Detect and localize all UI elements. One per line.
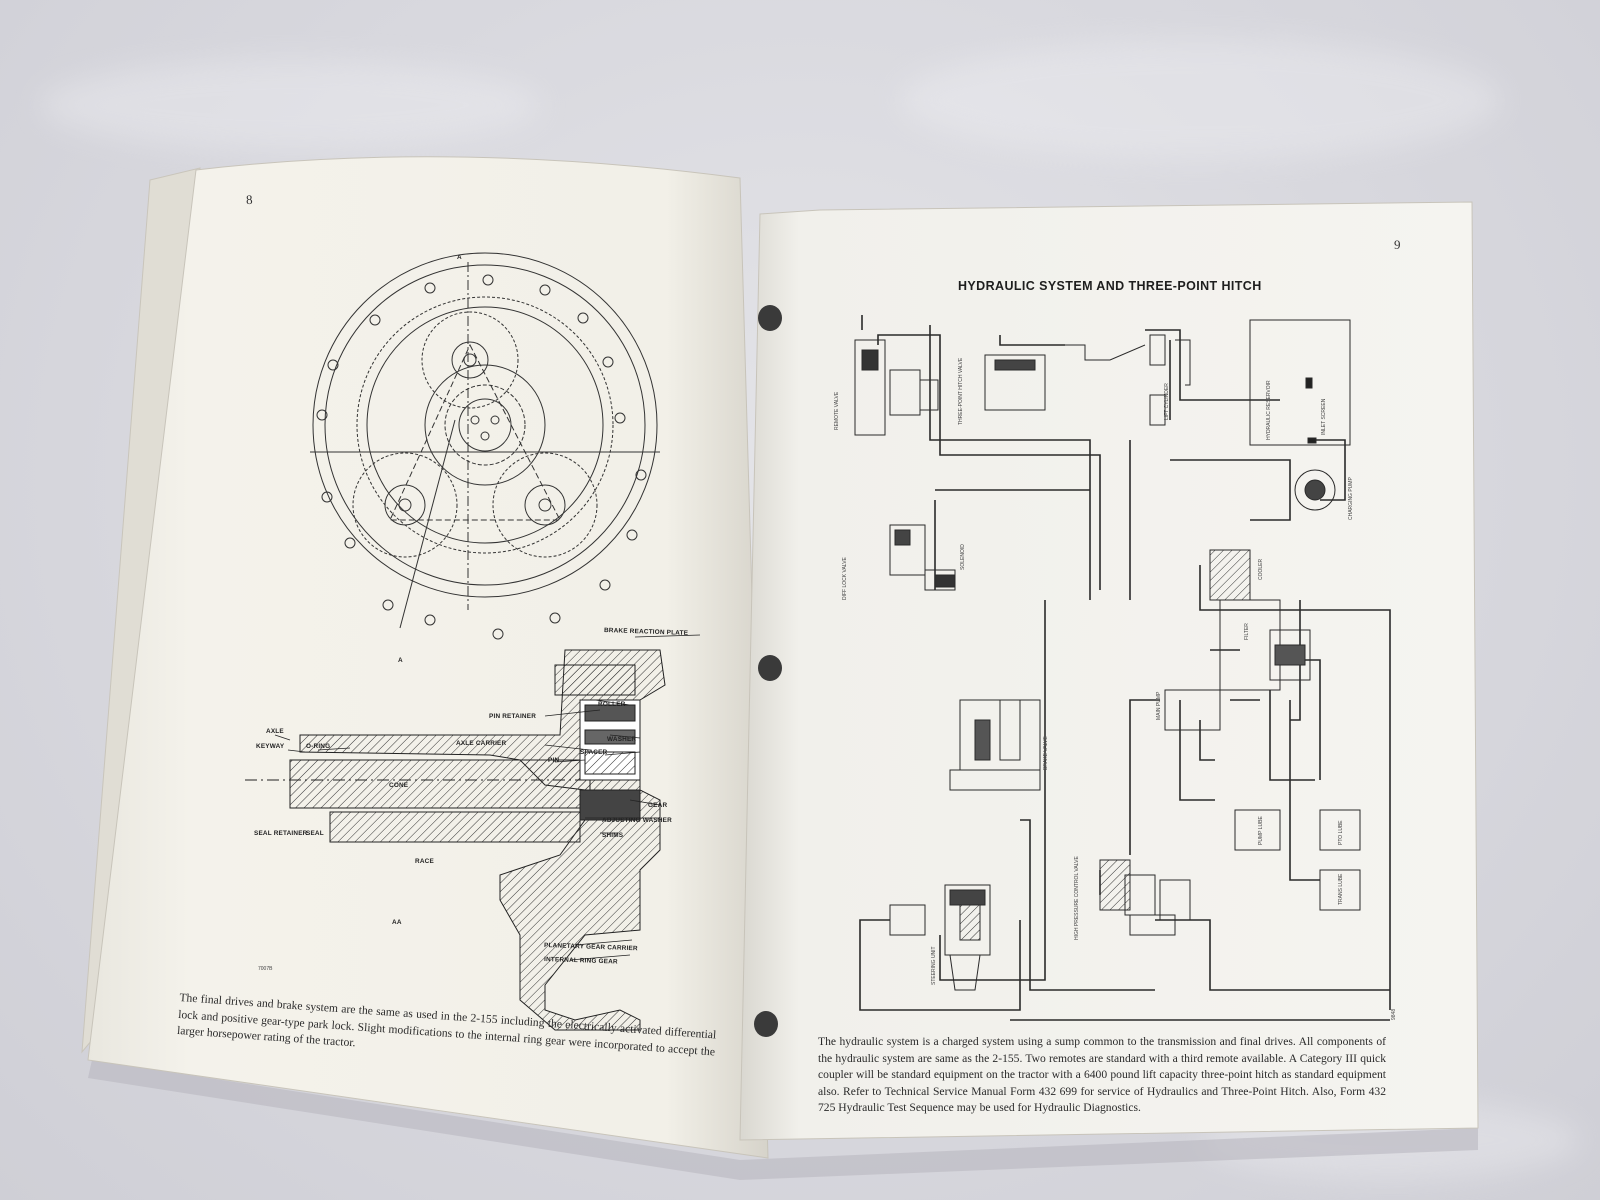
svg-text:CONE: CONE xyxy=(389,782,409,789)
svg-text:PIN RETAINER: PIN RETAINER xyxy=(489,713,536,720)
svg-text:GEAR: GEAR xyxy=(648,802,667,809)
svg-text:A: A xyxy=(457,254,462,261)
svg-text:BRAKE VALVE: BRAKE VALVE xyxy=(1043,736,1049,770)
svg-text:LIFT CYLINDER: LIFT CYLINDER xyxy=(1164,383,1170,420)
right-caption: The hydraulic system is a charged system… xyxy=(818,1035,1386,1115)
svg-text:PTO LUBE: PTO LUBE xyxy=(1338,820,1344,845)
svg-text:INTERNAL RING GEAR: INTERNAL RING GEAR xyxy=(544,956,618,966)
svg-text:KEYWAY: KEYWAY xyxy=(256,743,285,750)
svg-text:PIN: PIN xyxy=(548,757,559,764)
right-page xyxy=(739,201,1479,1141)
svg-text:AXLE: AXLE xyxy=(266,728,284,735)
svg-text:COOLER: COOLER xyxy=(1258,558,1264,580)
hydraulic-components xyxy=(854,319,1361,991)
svg-text:ROLLER: ROLLER xyxy=(598,701,626,708)
planetary-gear-figure xyxy=(310,252,660,629)
svg-text:THREE-POINT HITCH VALVE: THREE-POINT HITCH VALVE xyxy=(958,357,964,425)
svg-text:INLET SCREEN: INLET SCREEN xyxy=(1321,398,1327,435)
svg-text:HYDRAULIC RESERVOIR: HYDRAULIC RESERVOIR xyxy=(1266,380,1272,440)
page-heading: HYDRAULIC SYSTEM AND THREE-POINT HITCH xyxy=(958,279,1262,293)
svg-text:BRAKE REACTION PLATE: BRAKE REACTION PLATE xyxy=(604,627,689,637)
svg-text:7007B: 7007B xyxy=(258,966,273,972)
binding-hole xyxy=(758,305,782,331)
svg-text:SPACER: SPACER xyxy=(580,749,608,756)
svg-text:MAIN PUMP: MAIN PUMP xyxy=(1156,691,1162,720)
svg-text:SOLENOID: SOLENOID xyxy=(960,544,966,570)
svg-text:TRANS LUBE: TRANS LUBE xyxy=(1338,873,1344,905)
svg-text:PUMP LUBE: PUMP LUBE xyxy=(1258,816,1264,845)
svg-text:DIFF LOCK VALVE: DIFF LOCK VALVE xyxy=(842,556,848,600)
hydraulic-schematic xyxy=(859,315,1391,1021)
svg-text:SHIMS: SHIMS xyxy=(602,832,624,839)
binding-hole xyxy=(758,655,782,681)
svg-text:WASHER: WASHER xyxy=(607,736,636,743)
svg-text:A: A xyxy=(398,657,403,664)
svg-text:PLANETARY GEAR CARRIER: PLANETARY GEAR CARRIER xyxy=(544,942,638,952)
cloth-fold xyxy=(40,60,540,150)
axle-callout-leaders xyxy=(274,634,701,961)
bolt-holes xyxy=(316,274,647,640)
page-number-left: 8 xyxy=(245,191,253,208)
binding-hole xyxy=(754,1011,778,1037)
svg-text:SEAL RETAINER: SEAL RETAINER xyxy=(254,830,308,837)
page-number-right: 9 xyxy=(1394,237,1401,252)
svg-text:SEAL: SEAL xyxy=(306,830,324,837)
svg-text:RACE: RACE xyxy=(415,858,434,865)
svg-text:HIGH PRESSURE CONTROL VALVE: HIGH PRESSURE CONTROL VALVE xyxy=(1074,856,1080,940)
svg-text:FILTER: FILTER xyxy=(1244,623,1250,640)
svg-text:CHARGING PUMP: CHARGING PUMP xyxy=(1348,477,1354,520)
hydraulic-labels: REMOTE VALVE THREE-POINT HITCH VALVE LIF… xyxy=(834,357,1397,1020)
svg-text:9848: 9848 xyxy=(1391,1009,1397,1020)
svg-text:AA: AA xyxy=(392,919,402,926)
cloth-fold xyxy=(900,40,1500,160)
svg-text:ADJUSTING WASHER: ADJUSTING WASHER xyxy=(602,817,672,824)
axle-cross-section xyxy=(245,649,666,1031)
axle-callouts: A A BRAKE REACTION PLATE PIN RETAINER RO… xyxy=(254,254,689,972)
svg-text:STEERING UNIT: STEERING UNIT xyxy=(931,946,937,985)
svg-text:O-RING: O-RING xyxy=(306,743,330,750)
svg-text:REMOTE VALVE: REMOTE VALVE xyxy=(834,391,840,430)
svg-text:AXLE CARRIER: AXLE CARRIER xyxy=(456,740,507,747)
